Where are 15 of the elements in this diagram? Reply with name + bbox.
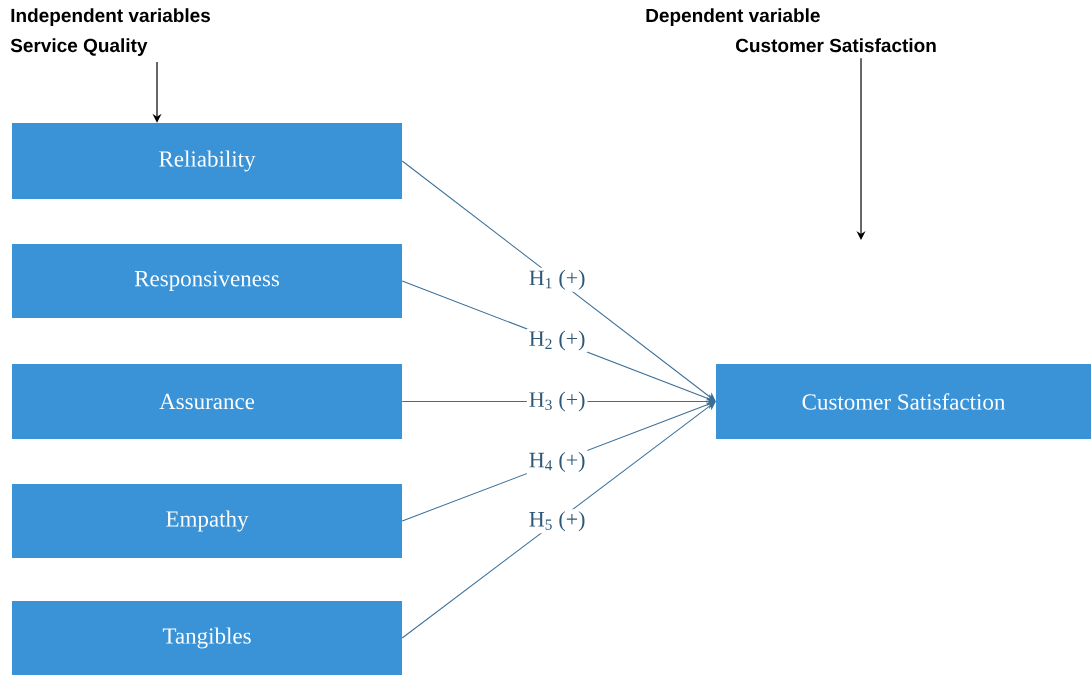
variable-box: Tangibles xyxy=(12,601,402,675)
edge-label: H$_{3}$ (+) xyxy=(529,391,585,412)
variable-box: Assurance xyxy=(12,364,402,439)
heading-text: Dependent variable Customer Satisfaction xyxy=(646,8,936,53)
variable-box: Empathy xyxy=(12,484,402,558)
edge-label: H$_{4}$ (+) xyxy=(529,452,585,472)
variable-box: Responsiveness xyxy=(12,244,402,318)
edge-label: H$_{1}$ (+) xyxy=(529,269,585,290)
heading-text: Independent variables Service Quality xyxy=(10,8,211,56)
arrow xyxy=(401,401,716,639)
edge-label: H$_{2}$ (+) xyxy=(529,330,585,351)
variable-box: Reliability xyxy=(12,123,402,199)
arrow xyxy=(401,160,716,402)
variable-box: Customer Satisfaction xyxy=(716,364,1091,439)
edge-label: H$_{5}$ (+) xyxy=(529,511,585,532)
